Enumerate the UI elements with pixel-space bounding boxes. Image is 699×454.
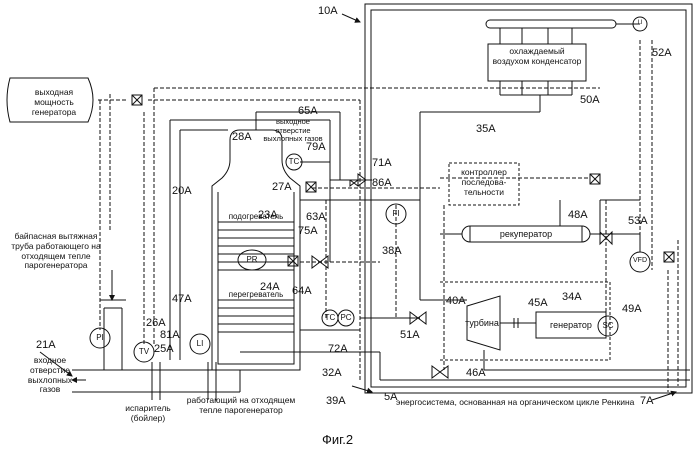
ref-24a: 24A (260, 282, 280, 294)
ref-21a: 21A (36, 340, 56, 352)
transmitter-4 (288, 256, 298, 266)
ref-5a: 5A (384, 392, 397, 404)
ref-53a: 53A (628, 216, 648, 228)
ref-23a: 23A (258, 210, 278, 222)
ref-40a: 40A (446, 296, 466, 308)
ref-49a: 49A (622, 304, 642, 316)
ref-20a: 20A (172, 186, 192, 198)
ref-27a: 27A (272, 182, 292, 194)
transmitter-2 (306, 182, 316, 192)
ref-81a: 81A (160, 330, 180, 342)
exhaust-inlet-label: входное отверстие выхлопных газов (22, 356, 78, 395)
ref-71a: 71A (372, 158, 392, 170)
valve-46 (432, 366, 448, 378)
generator-label: генератор (538, 320, 604, 330)
ref-7a: 7A (640, 396, 653, 408)
bypass-stack-label: байпасная вытяжная труба работающего на … (4, 232, 108, 271)
fi-tag: FI (386, 209, 406, 218)
evaporator-label: испаритель (бойлер) (118, 404, 178, 424)
transmitter-1 (132, 95, 142, 105)
ref-65a: 65A (298, 106, 318, 118)
ref-34a: 34A (562, 292, 582, 304)
tc1-tag: TC (284, 157, 304, 166)
ref-72a: 72A (328, 344, 348, 356)
ref-51a: 51A (400, 330, 420, 342)
exhaust-outlet-label: выходное отверстие выхлопных газов (262, 118, 324, 144)
transmitter-5 (664, 252, 674, 262)
ref-10a: 10A (318, 6, 338, 18)
recuperator-label: рекуператор (478, 229, 574, 239)
vfd-tag: VFD (630, 257, 650, 264)
ref-48a: 48A (568, 210, 588, 222)
pi-tag: PI (90, 333, 110, 342)
ref-47a: 47A (172, 294, 192, 306)
li-tag: LI (190, 339, 210, 348)
ref-28a: 28A (232, 132, 252, 144)
ref-63a: 63A (306, 212, 326, 224)
ref-50a: 50A (580, 95, 600, 107)
ref-45a: 45A (528, 298, 548, 310)
sequence-controller-label: контроллер последова-тельности (451, 168, 517, 197)
ref-35a: 35A (476, 124, 496, 136)
ref-79a: 79A (306, 142, 326, 154)
transmitter-3 (590, 174, 600, 184)
generator-output-label: выходная мощность генератора (18, 88, 90, 117)
ref-86a: 86A (372, 178, 392, 190)
figure-caption: Фиг.2 (322, 432, 353, 447)
ref-39a: 39A (326, 396, 346, 408)
ref-75a: 75A (298, 226, 318, 238)
turbine-label: турбина (462, 318, 502, 328)
pr-tag: PR (242, 255, 262, 264)
pc-tag: PC (336, 313, 356, 322)
hrsg-label: работающий на отходящем тепле парогенера… (186, 396, 296, 416)
exhaust-duct (72, 370, 240, 392)
system-label: энергосистема, основанная на органическо… (396, 398, 634, 407)
condenser-header (486, 20, 616, 28)
sc-tag: SC (598, 321, 618, 330)
ref-25a: 25A (154, 344, 174, 356)
ref-64a: 64A (292, 286, 312, 298)
li2-tag: LI (630, 20, 650, 26)
ref-52a: 52A (652, 48, 672, 60)
ref-38a: 38A (382, 246, 402, 258)
superheater-coil (218, 300, 294, 332)
ref-26a: 26A (146, 318, 166, 330)
preheater-label: подогреватель (222, 212, 290, 221)
ref-32a: 32A (322, 368, 342, 380)
condenser-label: охлаждаемый воздухом конденсатор (492, 47, 582, 67)
tv-tag: TV (134, 347, 154, 356)
ref-46a: 46A (466, 368, 486, 380)
